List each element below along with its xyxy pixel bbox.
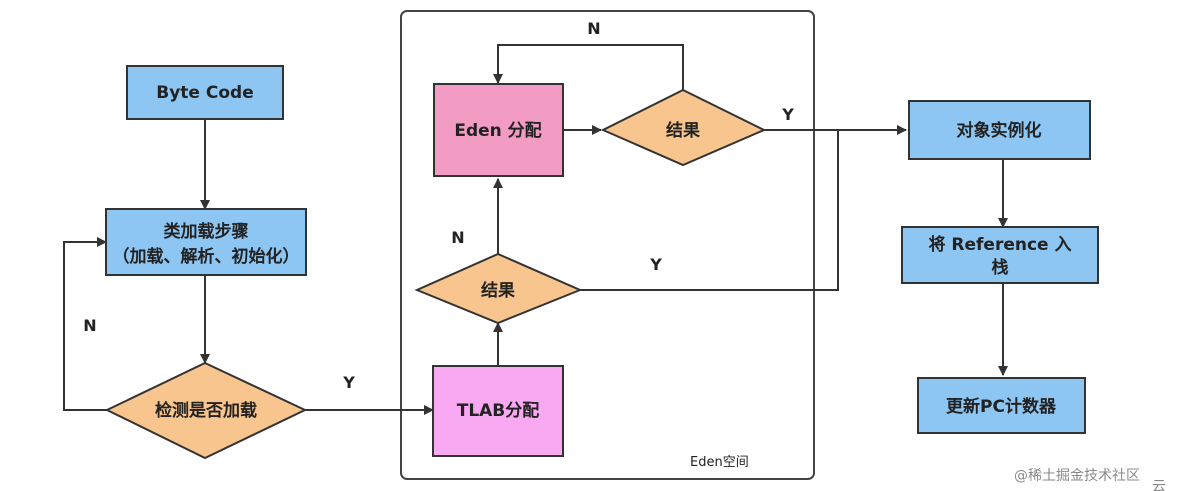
class-loading-box xyxy=(105,208,307,276)
class-loading-label-line2: （加载、解析、初始化） xyxy=(113,246,300,267)
check-loaded-diamond xyxy=(104,361,308,460)
update-pc-box xyxy=(917,377,1086,434)
instantiate-box xyxy=(908,100,1091,160)
eden-alloc-box xyxy=(433,83,564,177)
edge-upper-result-no-loop xyxy=(493,44,684,90)
upper-result-no-label: N xyxy=(587,19,600,38)
eden-alloc-label: Eden 分配 xyxy=(454,121,541,141)
class-loading-label-line1: 类加载步骤 xyxy=(164,221,249,242)
push-reference-label-line2: 栈 xyxy=(992,257,1009,278)
check-loaded-label: 检测是否加载 xyxy=(155,400,257,421)
edge-lower-result-yes-merge xyxy=(580,130,839,291)
connectors xyxy=(63,44,1008,415)
push-reference-box xyxy=(901,226,1099,284)
watermark: @稀土掘金技术社区 xyxy=(1014,468,1140,484)
lower-result-label: 结果 xyxy=(481,280,515,301)
upper-result-yes-label: Y xyxy=(781,105,794,124)
edge-check-no-loop xyxy=(63,237,107,411)
byte-code-label: Byte Code xyxy=(156,83,253,103)
tlab-alloc-box xyxy=(432,365,564,457)
check-no-label: N xyxy=(83,316,96,335)
eden-region-label: Eden空间 xyxy=(690,455,749,470)
update-pc-label: 更新PC计数器 xyxy=(946,396,1057,417)
instantiate-label: 对象实例化 xyxy=(957,120,1042,141)
byte-code-box xyxy=(126,65,284,120)
push-reference-label-line1: 将 Reference 入 xyxy=(928,234,1071,255)
lower-result-no-label: N xyxy=(451,228,464,247)
check-yes-label: Y xyxy=(342,373,355,392)
lower-result-diamond xyxy=(414,252,583,325)
upper-result-label: 结果 xyxy=(666,120,700,141)
eden-region-box xyxy=(400,10,815,480)
upper-result-diamond xyxy=(600,88,767,167)
corner-mark: 云 xyxy=(1152,479,1166,491)
lower-result-yes-label: Y xyxy=(649,255,662,274)
tlab-alloc-label: TLAB分配 xyxy=(457,401,540,421)
